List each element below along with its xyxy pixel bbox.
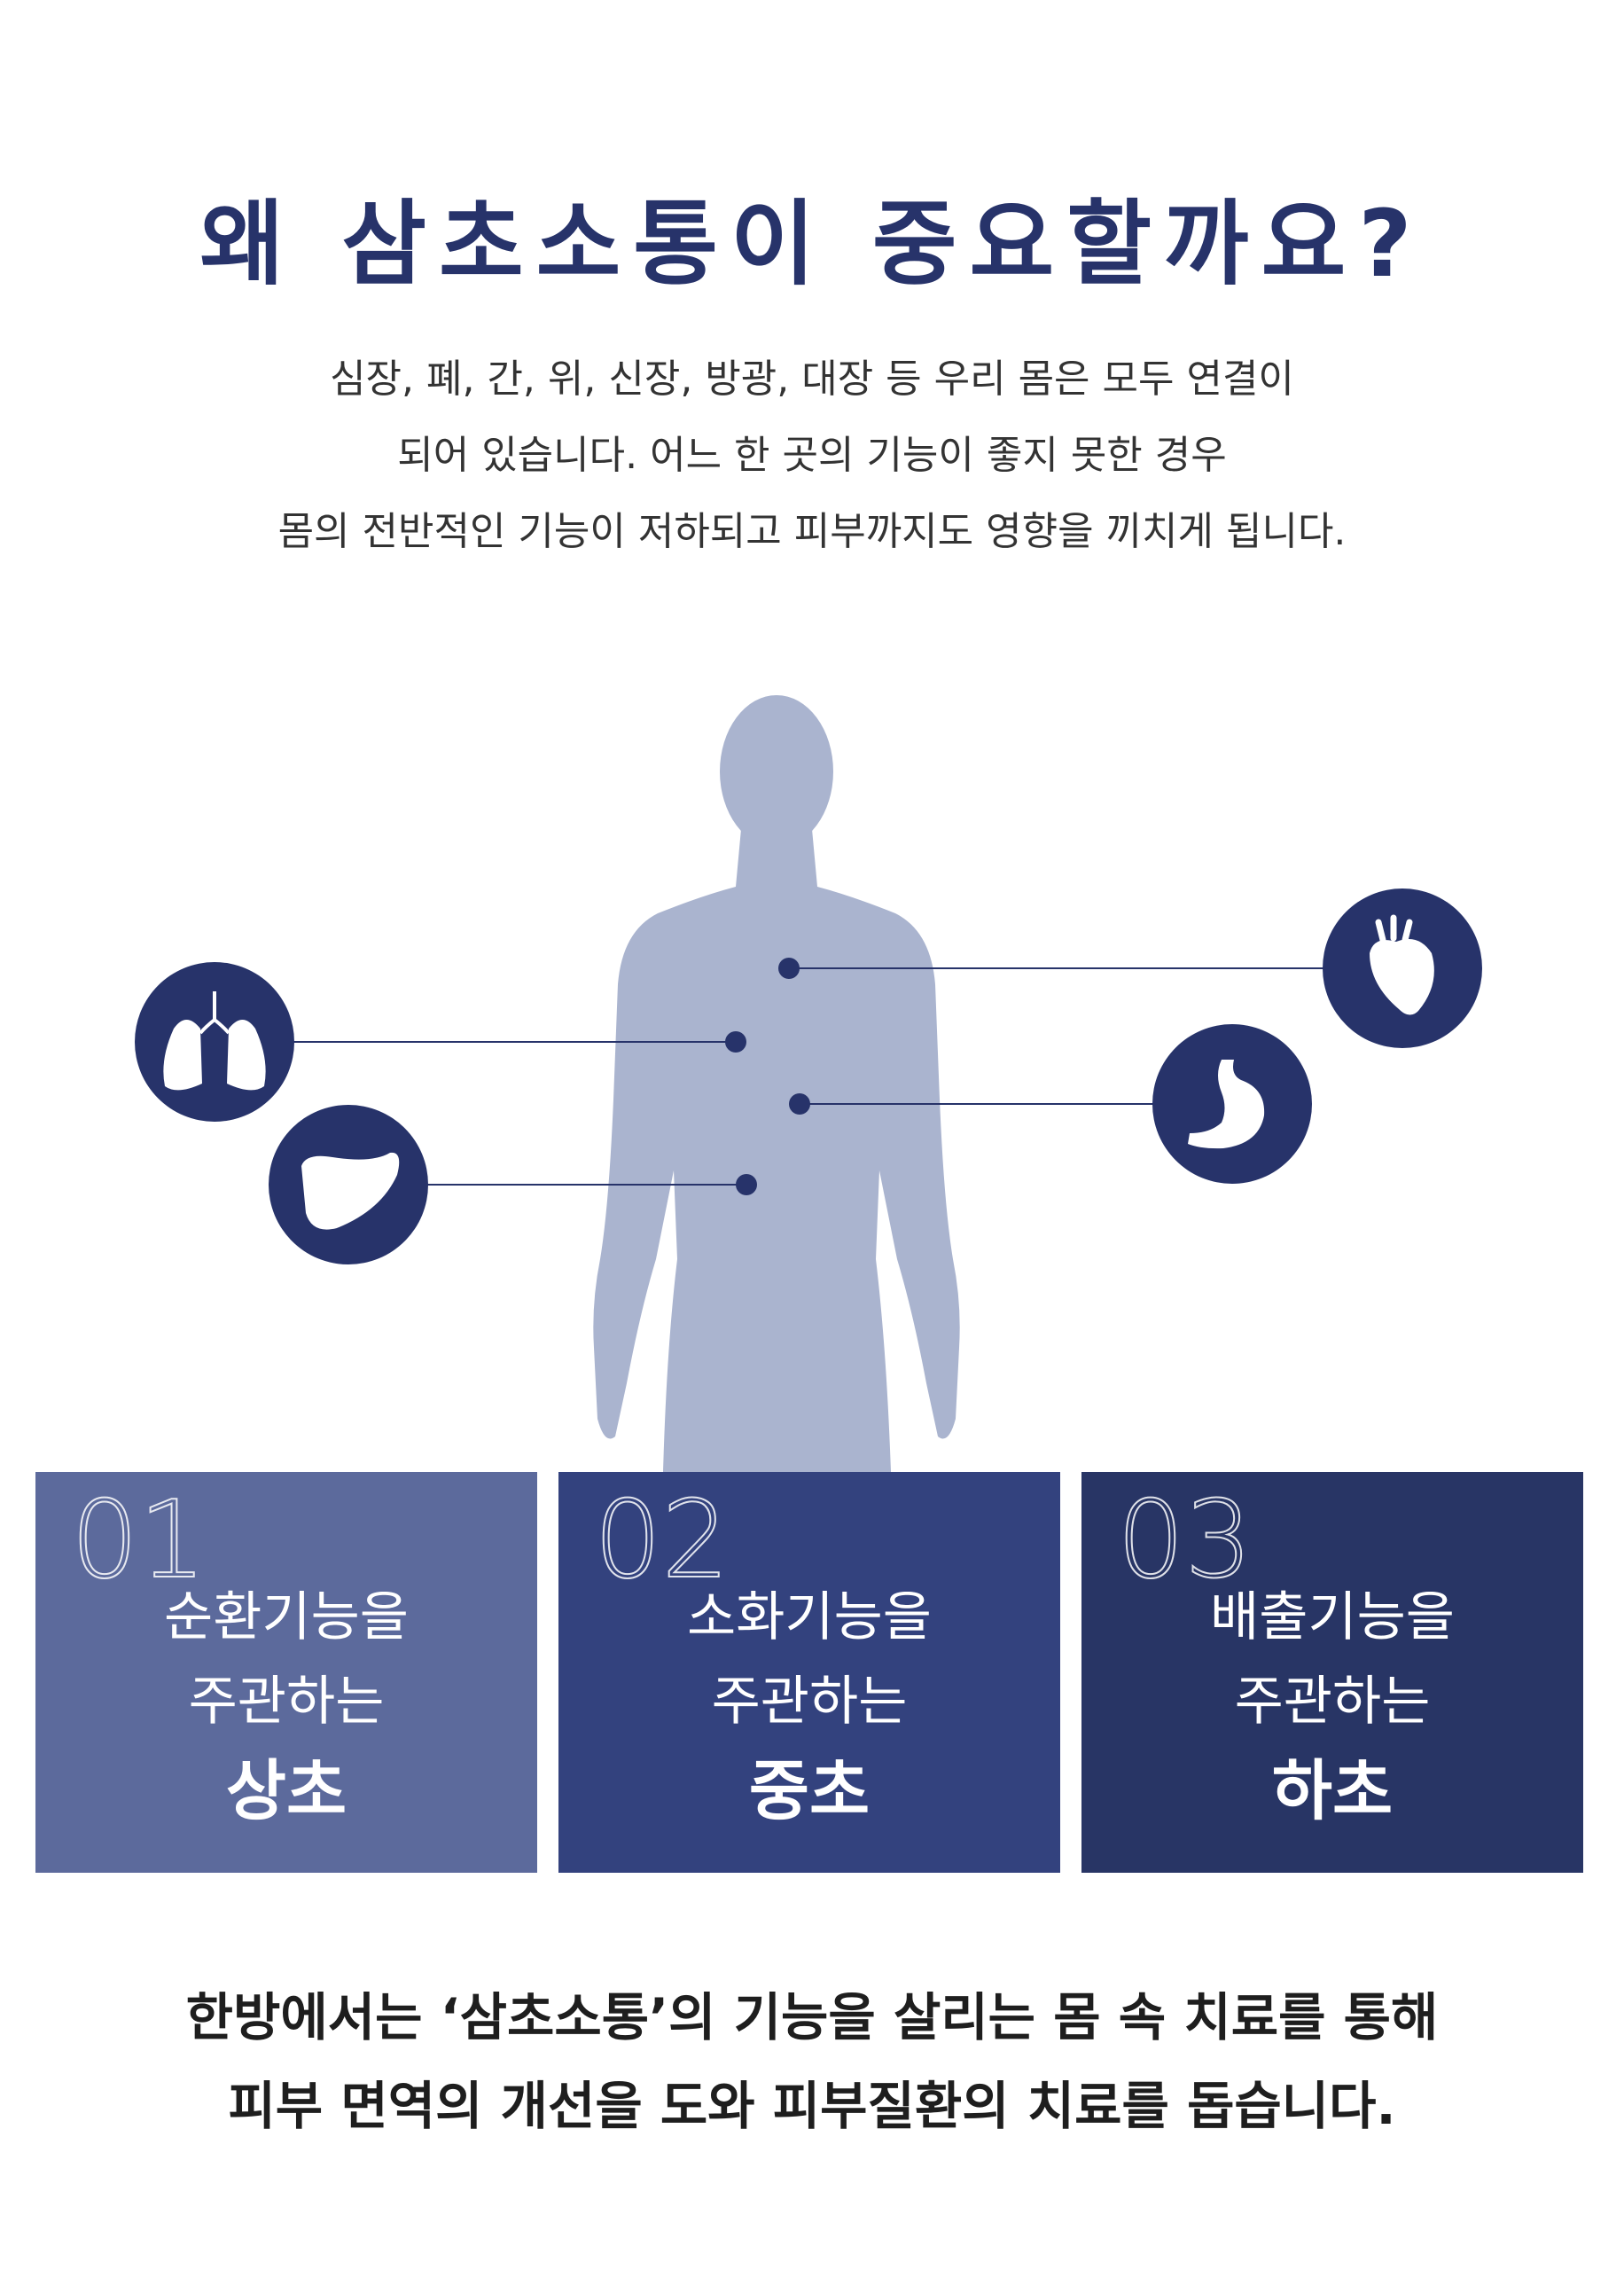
card-function: 순환기능을 <box>164 1586 409 1648</box>
card-subtitle: 주관하는 <box>1234 1671 1431 1733</box>
organ-marker-dot <box>778 958 800 979</box>
closing-line: 한방에서는 ‘삼초소통’의 기능을 살리는 몸 속 치료를 통해 <box>185 1987 1439 2047</box>
body-silhouette <box>593 695 960 1472</box>
heart-icon <box>1323 888 1482 1048</box>
hacho-card: 03 배출기능을 주관하는 하초 <box>1081 1472 1583 1873</box>
closing-line: 피부 면역의 개선을 도와 피부질환의 치료를 돕습니다. <box>228 2076 1396 2136</box>
organ-marker-dot <box>736 1174 757 1195</box>
liver-icon <box>269 1105 428 1264</box>
card-name: 상초 <box>225 1753 347 1829</box>
organ-marker-dot <box>789 1093 810 1115</box>
card-subtitle: 주관하는 <box>711 1671 908 1733</box>
sangcho-card: 01 순환기능을 주관하는 상초 <box>35 1472 537 1873</box>
lungs-icon <box>135 962 294 1122</box>
organ-marker-dot <box>725 1031 746 1053</box>
card-number: 01 <box>70 1479 207 1602</box>
intro-line: 되어 있습니다. 어느 한 곳의 기능이 좋지 못한 경우 <box>397 433 1227 478</box>
card-number: 03 <box>1116 1479 1253 1602</box>
page-title: 왜 삼초소통이 중요할까요? <box>199 190 1425 298</box>
intro-text: 심장, 폐, 간, 위, 신장, 방광, 대장 등 우리 몸은 모두 연결이 되… <box>0 341 1624 570</box>
card-name: 하초 <box>1271 1753 1394 1829</box>
card-function: 배출기능을 <box>1210 1586 1455 1648</box>
card-number: 02 <box>593 1479 730 1602</box>
card-name: 중초 <box>748 1753 871 1829</box>
card-subtitle: 주관하는 <box>188 1671 385 1733</box>
card-function: 소화기능을 <box>687 1586 932 1648</box>
intro-line: 몸의 전반적인 기능이 저하되고 피부까지도 영향을 끼치게 됩니다. <box>277 509 1347 554</box>
jungcho-card: 02 소화기능을 주관하는 중초 <box>558 1472 1060 1873</box>
closing-text: 한방에서는 ‘삼초소통’의 기능을 살리는 몸 속 치료를 통해 피부 면역의 … <box>0 1973 1624 2150</box>
intro-line: 심장, 폐, 간, 위, 신장, 방광, 대장 등 우리 몸은 모두 연결이 <box>330 356 1294 402</box>
stomach-icon <box>1152 1024 1312 1184</box>
